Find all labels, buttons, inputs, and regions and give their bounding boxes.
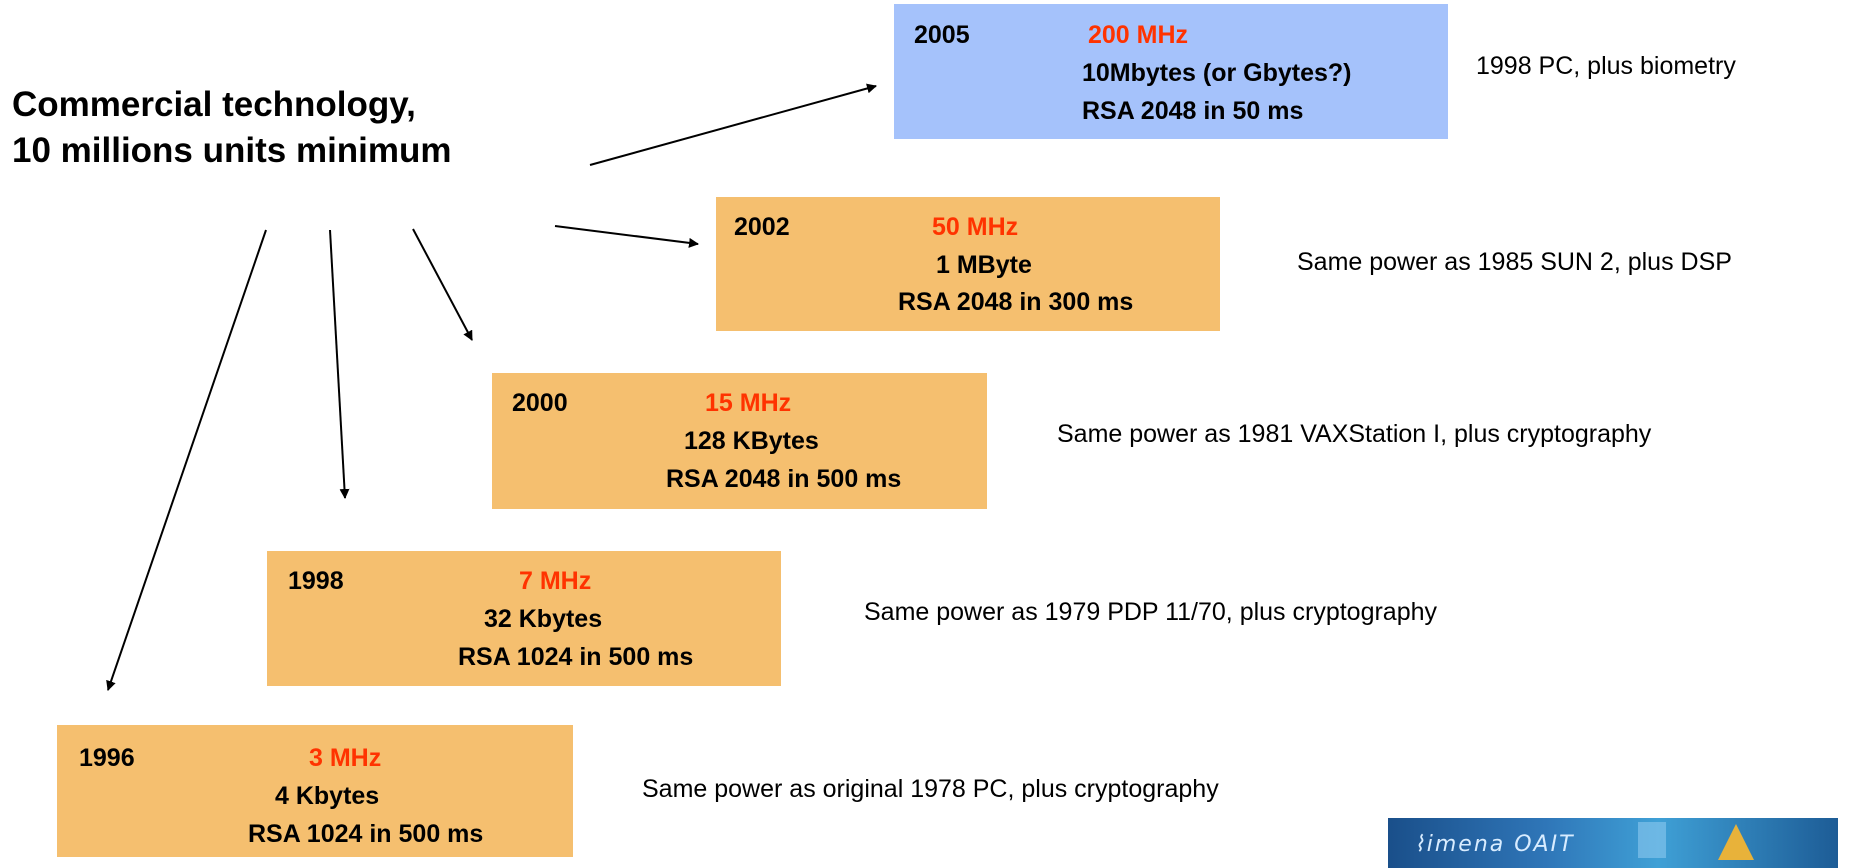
photo-shape bbox=[1718, 824, 1754, 860]
device-photo: ⌇imena OAIT bbox=[1388, 818, 1838, 868]
headline-line-1: Commercial technology, bbox=[12, 85, 416, 124]
comparison-note-2002: Same power as 1985 SUN 2, plus DSP bbox=[1297, 248, 1732, 276]
rsa-time: RSA 2048 in 50 ms bbox=[1082, 97, 1304, 125]
generation-box-1998: 1998 7 MHz 32 Kbytes RSA 1024 in 500 ms bbox=[267, 551, 781, 686]
arrow-to-2002 bbox=[554, 225, 699, 248]
clock-speed: 3 MHz bbox=[309, 744, 382, 772]
rsa-time: RSA 2048 in 500 ms bbox=[666, 465, 902, 493]
headline-line-2: 10 millions units minimum bbox=[12, 131, 452, 170]
year: 2005 bbox=[914, 21, 970, 49]
rsa-time: RSA 1024 in 500 ms bbox=[248, 820, 484, 848]
generation-box-2002: 2002 50 MHz 1 MByte RSA 2048 in 300 ms bbox=[716, 197, 1220, 331]
headline: Commercial technology, 10 millions units… bbox=[12, 82, 452, 174]
comparison-note-2005: 1998 PC, plus biometry bbox=[1476, 52, 1736, 80]
year: 1996 bbox=[79, 744, 135, 772]
memory: 128 KBytes bbox=[684, 427, 819, 455]
comparison-note-1998: Same power as 1979 PDP 11/70, plus crypt… bbox=[864, 598, 1438, 626]
rsa-time: RSA 2048 in 300 ms bbox=[898, 288, 1134, 316]
photo-chip bbox=[1638, 822, 1666, 858]
clock-speed: 7 MHz bbox=[519, 567, 592, 595]
year: 2002 bbox=[734, 213, 790, 241]
clock-speed: 50 MHz bbox=[932, 213, 1019, 241]
arrow-to-2005 bbox=[589, 83, 877, 166]
year: 2000 bbox=[512, 389, 568, 417]
generation-box-2005: 2005 200 MHz 10Mbytes (or Gbytes?) RSA 2… bbox=[894, 4, 1448, 139]
arrow-to-1996 bbox=[106, 229, 267, 691]
comparison-note-2000: Same power as 1981 VAXStation I, plus cr… bbox=[1057, 420, 1652, 448]
year: 1998 bbox=[288, 567, 344, 595]
generation-box-2000: 2000 15 MHz 128 KBytes RSA 2048 in 500 m… bbox=[492, 373, 987, 509]
clock-speed: 200 MHz bbox=[1088, 21, 1189, 49]
memory: 1 MByte bbox=[936, 251, 1032, 279]
memory: 4 Kbytes bbox=[275, 782, 380, 810]
comparison-note-1996: Same power as original 1978 PC, plus cry… bbox=[642, 775, 1219, 803]
clock-speed: 15 MHz bbox=[705, 389, 792, 417]
memory: 32 Kbytes bbox=[484, 605, 603, 633]
arrow-to-2000 bbox=[412, 228, 473, 341]
arrow-to-1998 bbox=[329, 229, 350, 499]
memory: 10Mbytes (or Gbytes?) bbox=[1082, 59, 1352, 87]
generation-box-1996: 1996 3 MHz 4 Kbytes RSA 1024 in 500 ms bbox=[57, 725, 573, 857]
photo-lettering: ⌇imena OAIT bbox=[1414, 832, 1575, 857]
rsa-time: RSA 1024 in 500 ms bbox=[458, 643, 694, 671]
